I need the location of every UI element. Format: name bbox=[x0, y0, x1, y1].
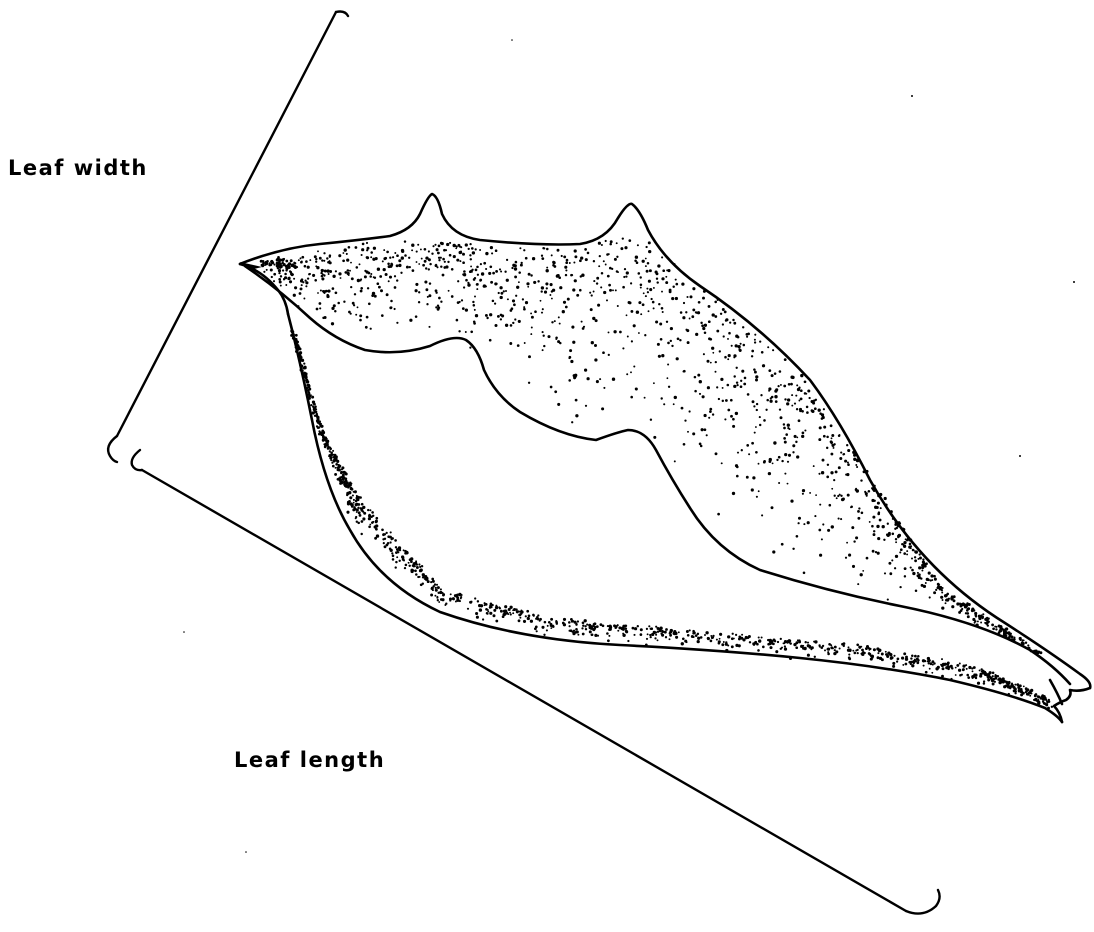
leaf-width-bracket bbox=[108, 12, 348, 463]
leaf-stippling bbox=[260, 237, 1053, 709]
leaf-lower-margin bbox=[288, 314, 1062, 722]
leaf-upper-margin bbox=[240, 194, 1090, 688]
leaf-tip bbox=[1054, 688, 1090, 722]
leaf-length-bracket bbox=[132, 450, 940, 914]
leaf-width-label: Leaf width bbox=[8, 156, 148, 180]
leaf-fold-edge bbox=[245, 266, 1070, 684]
leaf-length-label: Leaf length bbox=[234, 748, 385, 772]
